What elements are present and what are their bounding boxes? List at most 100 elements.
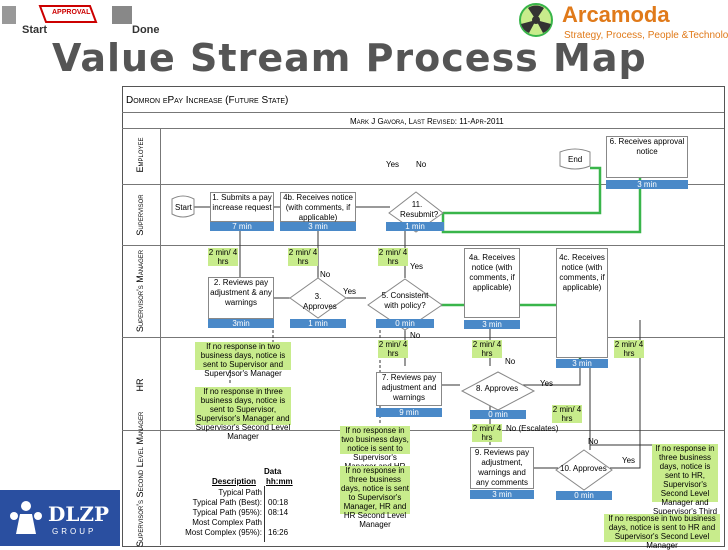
flow-label-no-escalates: No (Escalates) [506,424,559,433]
step-9-text: 9. Reviews pay adjustment, warnings and … [474,448,530,487]
step-1-text: 1. Submits a pay increase request [212,193,272,212]
step-3-approves: 3. Approves [303,292,337,311]
step-10-time: 0 min [556,491,612,500]
approve-decision-shape [289,277,347,319]
policy-decision-shape [367,278,443,331]
step-9-reviews: 9. Reviews pay adjustment, warnings and … [470,447,534,489]
step-11-resubmit: 11. Resubmit? [400,200,439,219]
wait-time: 2 min/ 4 hrs [614,340,644,358]
flow-label-no: No [588,437,599,446]
wait-time: 2 min/ 4 hrs [288,248,318,266]
escalation-note: If no response in two business days, not… [604,514,720,550]
wait-time: 2 min/ 4 hrs [472,424,502,442]
step-7-time: 9 min [376,408,442,417]
flow-label-yes: Yes [343,287,357,296]
map-author-line: Mark J Gavora, Last Revised: 11-Apr-2011 [350,117,504,126]
logo-subtext: GROUP [52,527,97,536]
step-9-time: 3 min [470,490,534,499]
start-terminator: Start [175,203,192,212]
summary-row-label: Typical Path (95%): [192,508,262,517]
lane-divider [122,128,724,129]
step-6-receives-approval: 6. Receives approval notice [606,136,688,178]
flow-label-no: No [320,270,331,279]
second-level-approve-decision-shape [555,449,613,491]
step-8-time: 0 min [470,410,526,419]
step-6-text: 6. Receives approval notice [609,137,685,156]
step-1-submits-request: 1. Submits a pay increase request [210,192,274,222]
flow-label-no: No [505,357,516,366]
wait-time: 2 min/ 4 hrs [472,340,502,358]
done-label: Done [132,24,160,36]
step-4c-text: 4c. Receives notice (with comments, if a… [559,253,605,292]
wait-time: 2 min/ 4 hrs [208,248,238,266]
escalation-note: If no response in two business days, not… [340,426,410,471]
summary-row-label: Most Complex Path [192,518,262,527]
escalation-note: If no response in three business days, n… [195,387,291,441]
summary-row-label: Typical Path [218,488,262,497]
wait-time: 2 min/ 4 hrs [378,248,408,266]
flow-label-no: No [416,160,427,169]
summary-row-label: Typical Path (Best): [192,498,262,507]
flow-label-no: No [410,331,421,340]
flow-label-yes: Yes [410,262,424,271]
logo-text: DLZP [48,502,110,526]
start-label: Start [22,24,48,36]
step-4b-receives-notice: 4b. Receives notice (with comments, if a… [280,192,356,222]
approval-stamp: APPROVAL [52,9,91,16]
step-4b-text: 4b. Receives notice (with comments, if a… [283,193,353,222]
step-2-text: 2. Reviews pay adjustment & any warnings [210,278,272,307]
flow-label-yes: Yes [386,160,400,169]
radiation-logo-icon [519,3,553,37]
summary-divider [264,486,265,542]
summary-col-data: Data [264,467,282,476]
escalation-note: If no response in three business days, n… [652,444,718,525]
flow-label-yes: Yes [540,379,554,388]
resubmit-no-flow [443,166,602,215]
summary-row-value: 08:14 [268,508,289,517]
dlzp-logo: DLZP GROUP [0,490,120,546]
step-2-reviews-adjustment: 2. Reviews pay adjustment & any warnings [208,277,274,319]
lane-header-divider [160,128,161,545]
step-4a-text: 4a. Receives notice (with comments, if a… [468,253,516,292]
end-terminator-shape [559,148,591,170]
escalation-note: If no response in two business days, not… [195,342,291,378]
lane-divider [122,337,724,338]
start-terminator-shape [171,195,195,218]
lane-divider [122,430,724,431]
step-4c-time: 3 min [556,359,608,368]
lane-divider [122,245,724,246]
step-4a-time: 3 min [464,320,520,329]
summary-row-value: 16:26 [268,528,289,537]
escalation-note: If no response in three business days, n… [340,466,410,529]
map-title: Domron ePay Increase (Future State) [126,95,289,106]
step-7-text: 7. Reviews pay adjustment and warnings [381,373,437,402]
wait-time: 2 min/ 4 hrs [378,340,408,358]
step-6-time: 3 min [606,180,688,189]
summary-row-value: 00:18 [268,498,289,507]
summary-col-description: Description [212,477,257,486]
title-divider [122,112,724,113]
step-3-time: 1 min [290,319,346,328]
step-5-time: 0 min [376,319,434,328]
step-1-time: 7 min [210,222,274,231]
step-10-approves: 10. Approves [560,464,607,473]
step-11-time: 1 min [386,222,444,231]
step-7-reviews: 7. Reviews pay adjustment and warnings [376,372,442,406]
step-2-time: 3min [208,319,274,328]
start-done-banner: Start APPROVAL Done [0,0,160,40]
summary-row-label: Most Complex (95%): [185,528,262,537]
step-4c-receives-notice: 4c. Receives notice (with comments, if a… [556,248,608,358]
wait-time: 2 min/ 4 hrs [552,405,582,423]
summary-col-unit: hh:mm [266,477,293,486]
step-8-approves: 8. Approves [476,384,519,393]
start-done-illustration [2,5,132,24]
lane-divider [122,184,724,185]
brand-tagline: Strategy, Process, People &Technology [564,30,728,41]
end-terminator: End [568,155,583,164]
step-5-consistent-policy: 5. Consistent with policy? [381,291,429,310]
step-4a-receives-notice: 4a. Receives notice (with comments, if a… [464,248,520,318]
people-icon [10,501,42,534]
step-4b-time: 3 min [280,222,356,231]
brand-name: Arcamoda [562,2,670,27]
flow-label-yes: Yes [622,456,636,465]
